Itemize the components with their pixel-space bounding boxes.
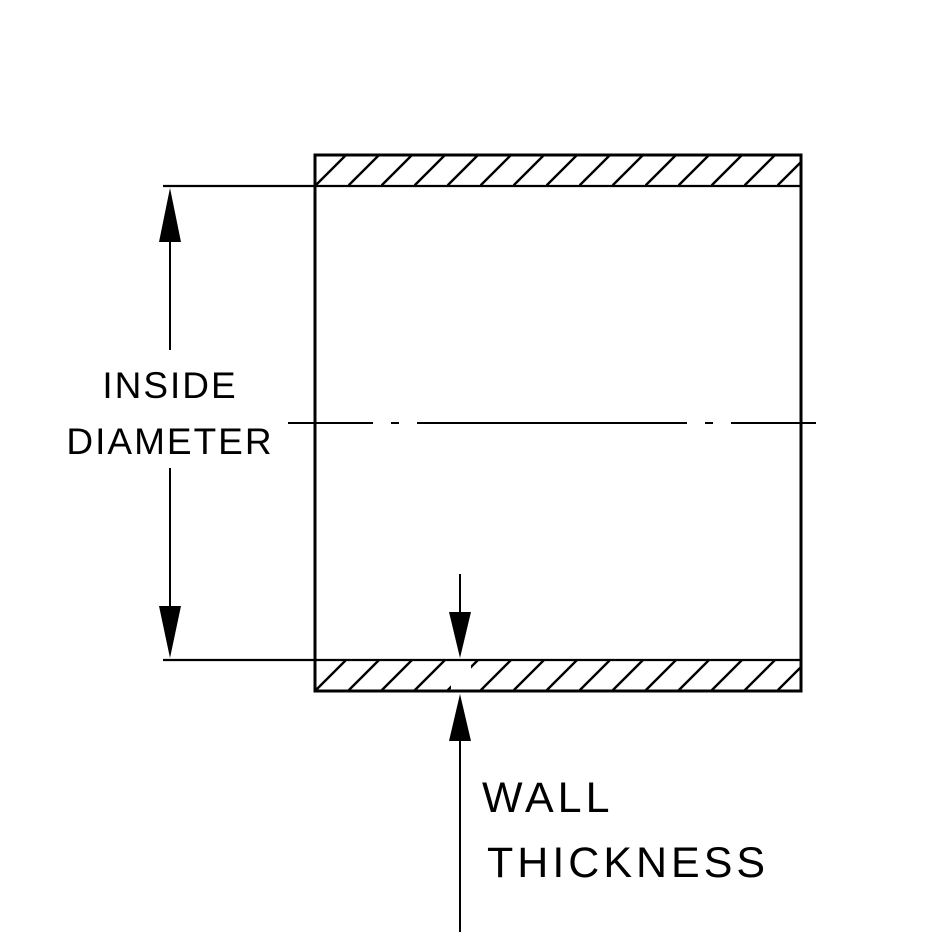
dimension-arrow-down [159,606,181,658]
inside-diameter-label-line2: DIAMETER [66,421,273,462]
wall-thickness-arrow-down [449,612,471,658]
wall-thickness-arrow-up [449,694,471,741]
top-wall-hatching [315,155,801,186]
inside-diameter-label-line1: INSIDE [102,365,237,406]
inside-diameter-dimension [159,188,181,658]
hatch-gap [451,662,471,689]
dimension-arrow-up [159,188,181,242]
wall-thickness-label-line1: WALL [482,774,614,822]
bottom-wall-hatching [315,660,801,691]
wall-thickness-label-line2: THICKNESS [487,839,769,887]
wall-thickness-dimension [449,574,471,932]
